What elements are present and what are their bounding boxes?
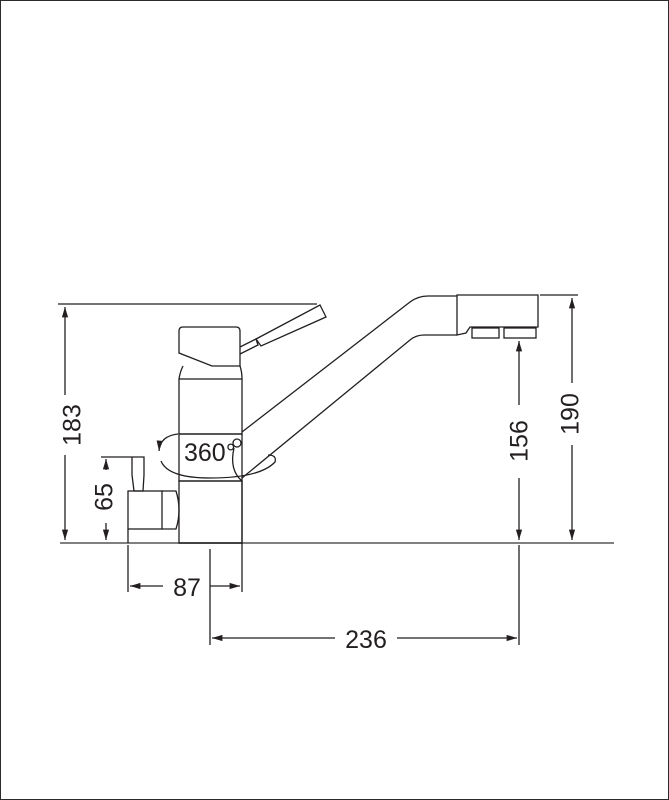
dim-label-87: 87 <box>173 574 201 602</box>
dim-label-65: 65 <box>91 483 119 511</box>
faucet-spout <box>241 294 539 479</box>
dim-label-236: 236 <box>345 626 387 654</box>
dim-label-190: 190 <box>557 393 585 435</box>
faucet-body <box>178 304 327 544</box>
side-valve <box>101 456 180 543</box>
dim-label-183: 183 <box>59 404 87 446</box>
rotation-label: 360° <box>184 439 236 467</box>
rotation-indicator <box>156 433 276 482</box>
dim-label-156: 156 <box>506 420 534 462</box>
